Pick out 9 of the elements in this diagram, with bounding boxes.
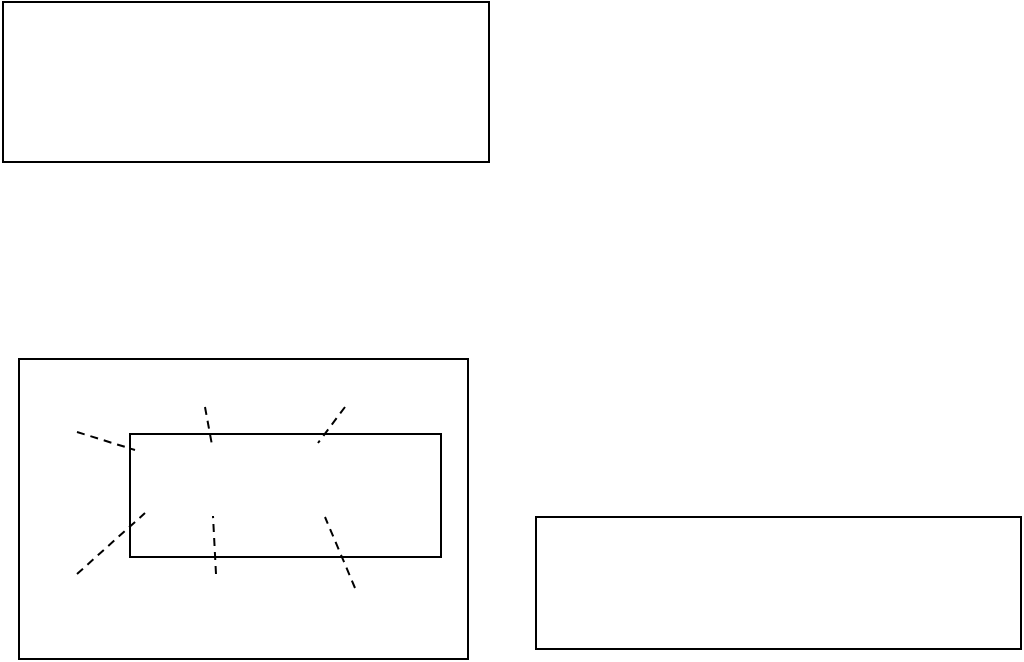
empty-box bbox=[129, 433, 442, 558]
leader-line bbox=[76, 512, 146, 575]
leader-line bbox=[324, 516, 356, 589]
empty-box bbox=[535, 516, 1022, 650]
empty-box bbox=[2, 1, 490, 163]
leader-line bbox=[76, 431, 136, 451]
empty-box bbox=[18, 358, 469, 660]
leader-line bbox=[317, 406, 346, 444]
leader-line bbox=[212, 515, 217, 575]
